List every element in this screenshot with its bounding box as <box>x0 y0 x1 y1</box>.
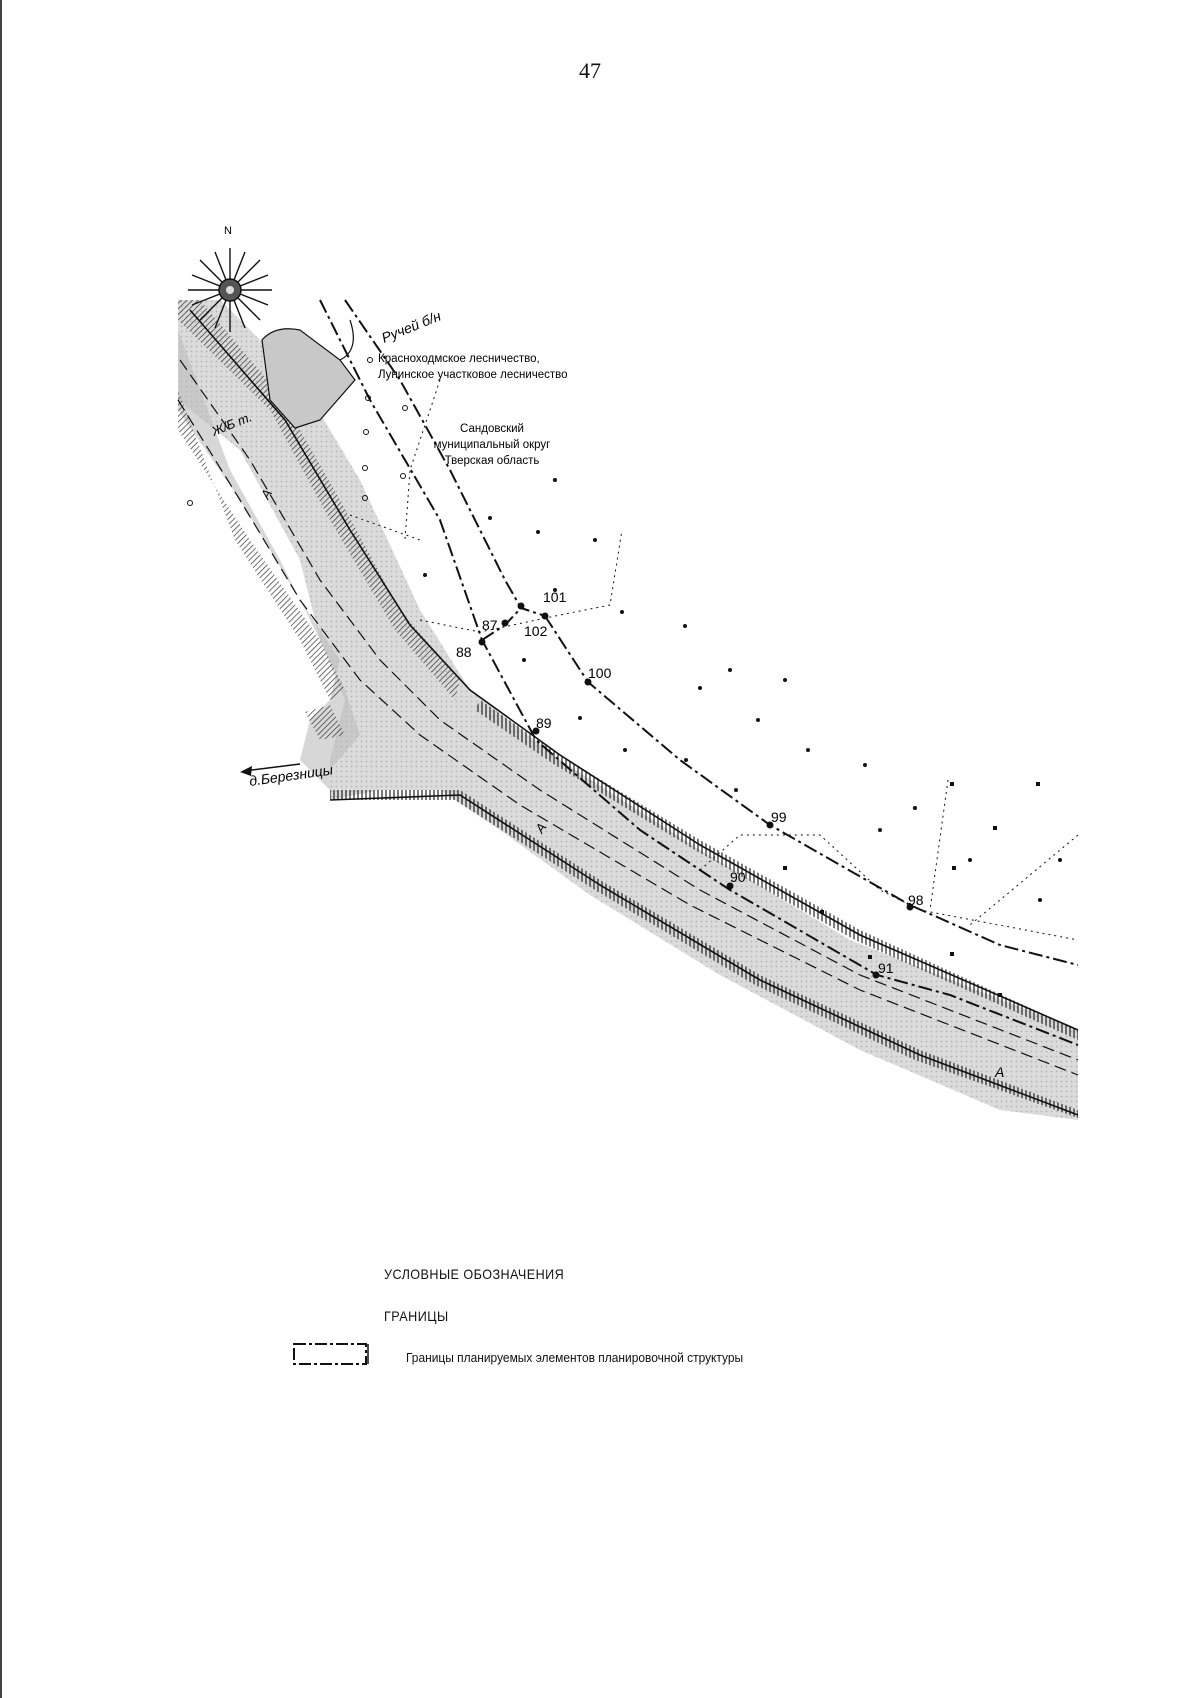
boundary-vertices <box>478 602 914 979</box>
road-label: А <box>994 1064 1004 1080</box>
point-label: 99 <box>771 809 787 825</box>
district-label-line2: муниципальный округ <box>434 439 551 451</box>
embankment-slopes <box>178 300 1078 1118</box>
page-number: 47 <box>579 58 601 83</box>
point-label: 91 <box>878 960 894 976</box>
district-label-line3: Тверская область <box>445 455 540 467</box>
point-label: 101 <box>543 589 567 605</box>
forestry-label-line2: Лунинское участковое лесничество <box>378 369 568 381</box>
point-label: 90 <box>730 869 746 885</box>
point-label: 102 <box>524 623 548 639</box>
point-label: 98 <box>908 892 924 908</box>
stream-label: Ручей б/н <box>379 307 443 345</box>
stream-line <box>339 319 354 361</box>
point-label: 100 <box>588 665 612 681</box>
scatter-marks <box>187 357 1062 997</box>
north-arrow-icon <box>188 248 272 332</box>
page-left-edge <box>0 0 2 1698</box>
direction-arrow-icon <box>240 763 301 776</box>
forest-borders <box>349 379 1079 941</box>
road-edges <box>177 309 1079 1116</box>
legend-item-planned-boundaries: Границы планируемых элементов планировоч… <box>406 1350 744 1365</box>
point-label: 89 <box>536 715 552 731</box>
forestry-label-line1: Красноходмское лесничество, <box>378 353 540 365</box>
legend-title: УСЛОВНЫЕ ОБОЗНАЧЕНИЯ <box>384 1266 565 1282</box>
point-label: 88 <box>456 644 472 660</box>
north-label: N <box>224 225 232 237</box>
planned-boundary-symbol <box>293 1343 369 1365</box>
district-label-line1: Сандовский <box>460 423 524 435</box>
pond <box>261 328 356 429</box>
point-label: 87 <box>482 617 498 633</box>
legend-section: ГРАНИЦЫ <box>384 1308 449 1324</box>
